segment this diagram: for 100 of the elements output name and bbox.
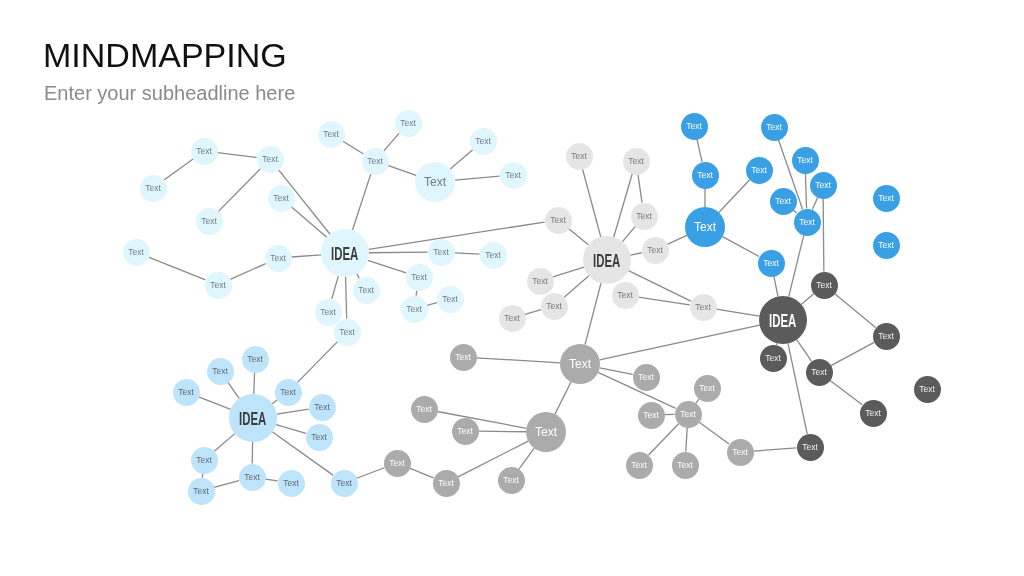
node-label: Text bbox=[797, 155, 813, 165]
node-label: Text bbox=[686, 121, 702, 131]
node-label: Text bbox=[631, 460, 647, 470]
topic-circle bbox=[560, 344, 600, 384]
connector-line bbox=[449, 149, 474, 170]
node-label: Text bbox=[504, 313, 520, 323]
idea-circle bbox=[229, 394, 277, 442]
connector-line bbox=[213, 432, 236, 452]
topic-circle bbox=[415, 162, 455, 202]
topic-circle bbox=[432, 469, 460, 497]
topic-circle bbox=[859, 399, 887, 427]
topic-circle bbox=[241, 345, 269, 373]
node-label: Text bbox=[442, 294, 458, 304]
node-label: Text bbox=[751, 165, 767, 175]
node-label: Text bbox=[919, 384, 935, 394]
connector-line bbox=[344, 276, 348, 320]
connector-line bbox=[356, 467, 385, 479]
topic-circle bbox=[352, 276, 380, 304]
node-label: Text bbox=[311, 432, 327, 442]
topic-circle bbox=[394, 109, 422, 137]
connector-line bbox=[829, 379, 863, 406]
topic-circle bbox=[810, 271, 838, 299]
topic-circle bbox=[641, 236, 669, 264]
topic-circle bbox=[264, 244, 292, 272]
topic-circle bbox=[238, 463, 266, 491]
connector-line bbox=[216, 151, 258, 159]
node-label: Text bbox=[636, 211, 652, 221]
topic-circle bbox=[410, 395, 438, 423]
topic-circle bbox=[544, 206, 572, 234]
topic-circle bbox=[913, 375, 941, 403]
connector-line bbox=[276, 408, 310, 415]
node-label: Text bbox=[411, 272, 427, 282]
connector-line bbox=[704, 187, 706, 208]
connector-line bbox=[752, 447, 798, 452]
node-label: Text bbox=[865, 408, 881, 418]
topic-circle bbox=[526, 412, 566, 452]
node-label: Text bbox=[878, 240, 894, 250]
node-label: Text bbox=[406, 304, 422, 314]
node-label: Text bbox=[569, 358, 591, 370]
topic-circle bbox=[122, 238, 150, 266]
topic-circle bbox=[540, 292, 568, 320]
node-label: Text bbox=[775, 196, 791, 206]
node-label: Text bbox=[280, 387, 296, 397]
connector-line bbox=[718, 179, 751, 214]
topic-circle bbox=[267, 184, 295, 212]
node-label: Text bbox=[811, 367, 827, 377]
node-label: Text bbox=[763, 258, 779, 268]
connector-line bbox=[264, 478, 279, 482]
connector-line bbox=[275, 424, 307, 434]
topic-circle bbox=[400, 295, 428, 323]
topic-circle bbox=[685, 207, 725, 247]
node-label: IDEA bbox=[239, 408, 267, 428]
topic-circle bbox=[190, 137, 218, 165]
topic-circle bbox=[769, 187, 797, 215]
topic-circle bbox=[206, 357, 234, 385]
topic-circle bbox=[274, 378, 302, 406]
topic-circle bbox=[449, 343, 477, 371]
connector-line bbox=[800, 293, 815, 306]
connector-line bbox=[518, 447, 535, 470]
topic-circle bbox=[809, 171, 837, 199]
topic-circle bbox=[565, 142, 593, 170]
connector-line bbox=[163, 158, 194, 181]
connector-line bbox=[251, 441, 254, 465]
node-label: Text bbox=[193, 486, 209, 496]
connector-line bbox=[436, 410, 527, 429]
connector-line bbox=[696, 138, 703, 163]
idea-circle bbox=[583, 236, 631, 284]
node-label: Text bbox=[550, 215, 566, 225]
connector-line bbox=[597, 371, 677, 409]
node-label: Text bbox=[878, 193, 894, 203]
node-label: Text bbox=[128, 247, 144, 257]
node-label: Text bbox=[643, 410, 659, 420]
connector-line bbox=[290, 206, 328, 238]
node-label: Text bbox=[212, 366, 228, 376]
topic-circle bbox=[305, 423, 333, 451]
connector-line bbox=[788, 234, 805, 298]
node-label: Text bbox=[145, 183, 161, 193]
topic-circle bbox=[759, 344, 787, 372]
topic-circle bbox=[622, 147, 650, 175]
node-label: Text bbox=[815, 180, 831, 190]
node-label: Text bbox=[178, 387, 194, 397]
node-label: Text bbox=[503, 475, 519, 485]
connector-line bbox=[387, 164, 417, 177]
connector-line bbox=[213, 479, 240, 489]
node-label: Text bbox=[438, 478, 454, 488]
node-label: Text bbox=[647, 245, 663, 255]
connector-line bbox=[822, 197, 825, 273]
topic-circle bbox=[760, 113, 788, 141]
connector-line bbox=[685, 426, 688, 453]
topic-circle bbox=[383, 449, 411, 477]
connector-line bbox=[475, 357, 561, 364]
topic-circle bbox=[674, 400, 702, 428]
connector-line bbox=[229, 262, 267, 281]
node-label: Text bbox=[765, 353, 781, 363]
topic-circle bbox=[436, 285, 464, 313]
topic-circle bbox=[872, 184, 900, 212]
connector-line bbox=[598, 367, 634, 376]
node-label: Text bbox=[201, 216, 217, 226]
topic-circle bbox=[611, 281, 639, 309]
topic-circle bbox=[317, 120, 345, 148]
